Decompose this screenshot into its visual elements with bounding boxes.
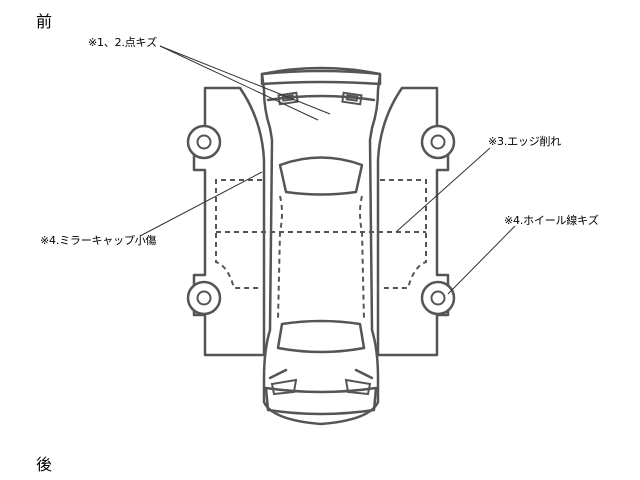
left-headlight: [277, 91, 299, 106]
note-edge-scrape: ※3.エッジ削れ: [488, 135, 562, 148]
leader-wheel: [447, 225, 516, 295]
note-mirror-cap-scratch: ※4.ミラーキャップ小傷: [40, 234, 157, 247]
front-label: 前: [36, 12, 53, 31]
rear-label: 後: [36, 455, 53, 474]
car-body-outline: [260, 66, 382, 426]
left-side-panel: [192, 86, 266, 357]
dashed-right-door: [380, 179, 427, 289]
dashed-left-door: [215, 179, 262, 289]
front-windshield: [278, 156, 364, 196]
leader-mirror: [139, 171, 263, 237]
leader-scratch-2: [159, 45, 319, 121]
rear-windshield: [276, 319, 366, 354]
note-wheel-line-scratch: ※4.ホイール線キズ: [504, 214, 599, 227]
note-point-scratch: ※1、2.点キズ: [88, 36, 158, 49]
right-side-panel: [376, 86, 450, 357]
left-taillight: [270, 378, 298, 396]
right-taillight: [344, 378, 372, 396]
right-headlight: [341, 91, 363, 106]
leader-edge: [395, 147, 491, 233]
leader-scratch-1: [159, 45, 331, 115]
